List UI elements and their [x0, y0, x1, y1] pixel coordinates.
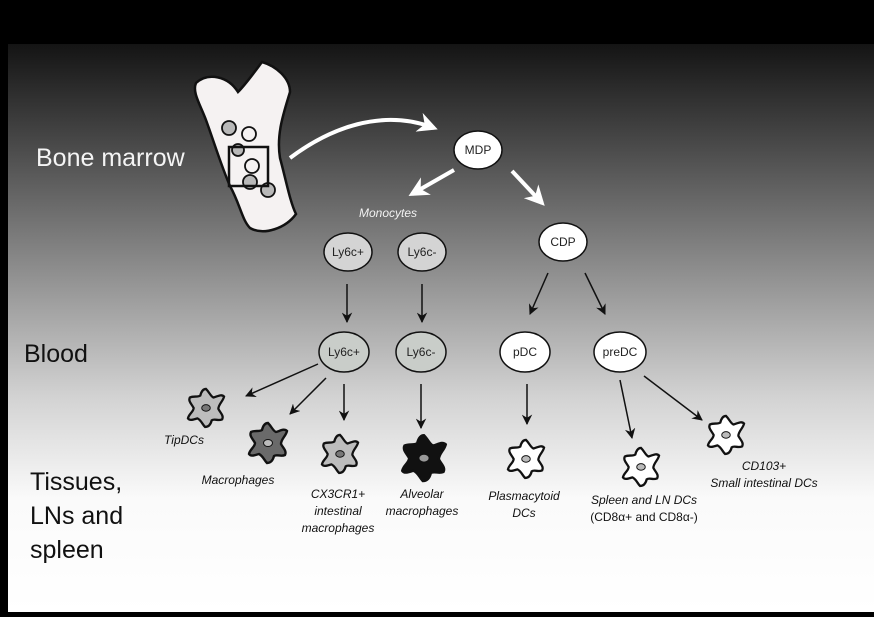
arrow-cdp-to-predc [584, 272, 606, 315]
macrophage-icon [400, 433, 448, 483]
caption-cx3cr1-line1: CX3CR1+ [311, 487, 365, 501]
region-tissues-line3: spleen [30, 536, 104, 564]
region-bone-marrow: Bone marrow [36, 144, 186, 172]
node-cdp-label: CDP [550, 235, 575, 249]
caption-plasmacytoid-line1: Plasmacytoid [488, 489, 560, 503]
caption-spleen-ln-sub: (CD8α+ and CD8α-) [590, 510, 698, 524]
node-pdc [499, 331, 551, 373]
node-ly6c-neg-bm-label: Ly6c- [408, 245, 437, 259]
caption-spleen-ln: Spleen and LN DCs [591, 493, 697, 507]
node-ly6c-pos-blood-label: Ly6c+ [328, 345, 360, 359]
caption-plasmacytoid-line2: DCs [512, 506, 535, 520]
region-tissues-line2: LNs and [30, 502, 123, 530]
caption-tipdcs: TipDCs [164, 433, 204, 447]
node-ly6c-pos-bm [323, 232, 373, 272]
region-tissues-line1: Tissues, [30, 468, 122, 496]
macrophage-icon [247, 421, 289, 465]
arrow-mdp-to-monocytes [408, 168, 455, 196]
arrow-to-macrophages [289, 377, 327, 415]
node-ly6c-pos-blood [318, 331, 370, 373]
caption-alveolar-line2: macrophages [386, 504, 459, 518]
node-predc [593, 331, 647, 373]
dendritic-cell-icon [706, 414, 746, 456]
macrophage-icon [320, 433, 360, 475]
monocytes-label: Monocytes [359, 206, 417, 220]
arrow-to-tipdcs [245, 363, 319, 397]
bone-icon [193, 60, 298, 233]
node-ly6c-neg-blood [395, 331, 447, 373]
caption-cx3cr1-line3: macrophages [302, 521, 375, 535]
gradient-panel [8, 44, 874, 612]
node-mdp-label: MDP [465, 143, 492, 157]
node-ly6c-neg-blood-label: Ly6c- [407, 345, 436, 359]
node-pdc-label: pDC [513, 345, 537, 359]
region-blood: Blood [24, 340, 88, 368]
node-ly6c-pos-bm-label: Ly6c+ [332, 245, 364, 259]
node-ly6c-neg-bm [397, 232, 447, 272]
dendritic-cell-icon [186, 387, 226, 429]
node-mdp [453, 130, 503, 170]
caption-cd103-line2: Small intestinal DCs [710, 476, 817, 490]
arrow-mdp-to-cdp [510, 169, 545, 206]
dendritic-cell-icon [506, 438, 546, 480]
dendritic-cell-icon [621, 446, 661, 488]
caption-alveolar-line1: Alveolar [399, 487, 444, 501]
arrow-to-cd103 [643, 375, 703, 421]
arrow-cdp-to-pdc [528, 272, 549, 315]
node-cdp [538, 222, 588, 262]
caption-cx3cr1-line2: intestinal [314, 504, 362, 518]
node-predc-label: preDC [603, 345, 638, 359]
arrow-to-spleen-ln [619, 379, 636, 440]
top-bar [0, 0, 874, 44]
caption-cd103-line1: CD103+ [742, 459, 786, 473]
arrow-bone-to-mdp [288, 112, 438, 160]
caption-macrophages: Macrophages [202, 473, 275, 487]
